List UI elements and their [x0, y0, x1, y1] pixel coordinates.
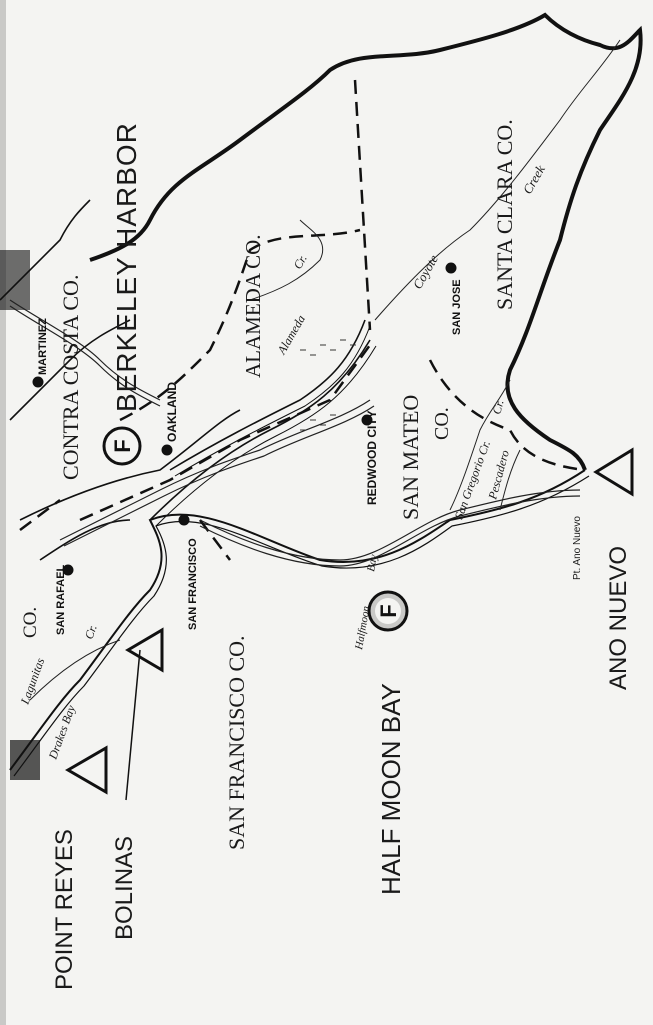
- city-label-san-francisco: SAN FRANCISCO: [187, 538, 199, 630]
- city-label-martinez: MARTINEZ: [37, 318, 49, 375]
- berkeley-harbor-label: BERKELEY HARBOR: [111, 122, 142, 412]
- county-label-san-francisco: SAN FRANCISCO CO.: [224, 635, 249, 850]
- coastline: [9, 469, 590, 777]
- berkeley-harbor-symbol: F: [110, 439, 135, 452]
- water-label-halfmoon-bay: Bay: [365, 553, 380, 572]
- county-label-san-mateo: SAN MATEO: [398, 395, 423, 520]
- half-moon-bay-label: HALF MOON BAY: [376, 683, 406, 895]
- point-reyes-label: POINT REYES: [51, 829, 78, 990]
- water-label-pescadero-cr: Cr.: [489, 398, 506, 415]
- city-label-san-jose: SAN JOSE: [451, 279, 463, 335]
- east-boundary: [89, 12, 643, 471]
- city-dot-icon: [32, 262, 457, 576]
- city-label-oakland: OAKLAND: [165, 382, 179, 442]
- half-moon-bay-marker: F: [367, 590, 409, 632]
- city-label-san-rafael: SAN RAFAEL: [55, 564, 67, 635]
- county-boundaries: [19, 79, 586, 561]
- scan-edge: [0, 0, 6, 1025]
- creeks: [29, 39, 621, 701]
- ano-nuevo-label: ANO NUEVO: [605, 546, 632, 690]
- city-label-redwood-city: REDWOOD CITY: [365, 410, 379, 505]
- highways: [9, 299, 581, 567]
- county-label-alameda: ALAMEDA CO.: [241, 234, 265, 378]
- half-moon-bay-symbol: F: [376, 604, 401, 617]
- delta-marks: [0, 250, 40, 780]
- water-label-lagunitas-cr: Cr.: [82, 623, 100, 641]
- county-label-marin-co: CO.: [20, 607, 41, 638]
- water-label-alameda-cr: Cr.: [290, 252, 309, 271]
- marsh-hatching: [300, 339, 356, 431]
- bolinas-leader-line: [125, 649, 141, 801]
- water-label-pt-ano-nuevo: Pt. Ano Nuevo: [572, 516, 583, 580]
- county-label-contra-costa: CONTRA COSTA CO.: [58, 275, 83, 480]
- county-label-santa-clara: SANTA CLARA CO.: [492, 119, 517, 310]
- bolinas-label: BOLINAS: [111, 836, 138, 940]
- county-label-san-mateo-co: CO.: [431, 407, 453, 440]
- berkeley-harbor-marker: F: [102, 426, 142, 466]
- triangle-icon: [65, 447, 634, 795]
